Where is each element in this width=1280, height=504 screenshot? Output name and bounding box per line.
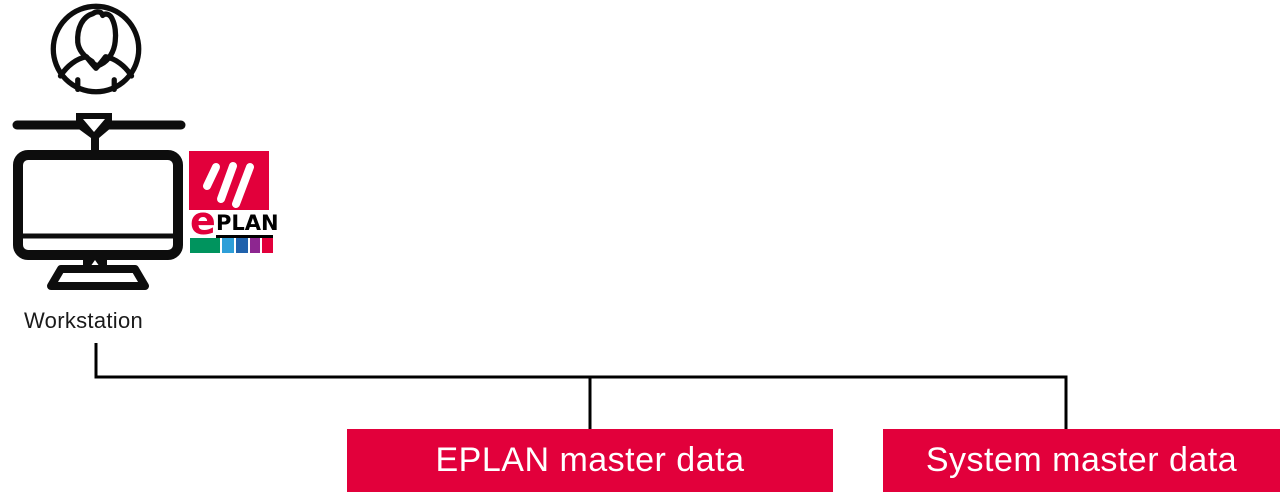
eplan-logo-slashes-icon (189, 151, 269, 210)
logo-bar-segment (262, 238, 273, 253)
logo-bar-segment (190, 238, 220, 253)
eplan-wordmark-plan: PLAN (216, 211, 279, 235)
monitor-icon (12, 113, 186, 290)
eplan-wordmark: e PLAN (190, 202, 279, 240)
eplan-wordmark-underline (216, 235, 273, 238)
eplan-logo: e PLAN (189, 151, 279, 254)
logo-bar-segment (222, 238, 234, 253)
logo-bar-segment (236, 238, 248, 253)
node-system-master-data: System master data (883, 429, 1280, 492)
logo-bar-segment (250, 238, 260, 253)
workstation-label: Workstation (24, 308, 144, 333)
eplan-wordmark-e: e (190, 199, 216, 243)
node-eplan-master-data: EPLAN master data (347, 429, 833, 492)
eplan-color-bar (190, 238, 273, 253)
user-icon (50, 3, 142, 95)
